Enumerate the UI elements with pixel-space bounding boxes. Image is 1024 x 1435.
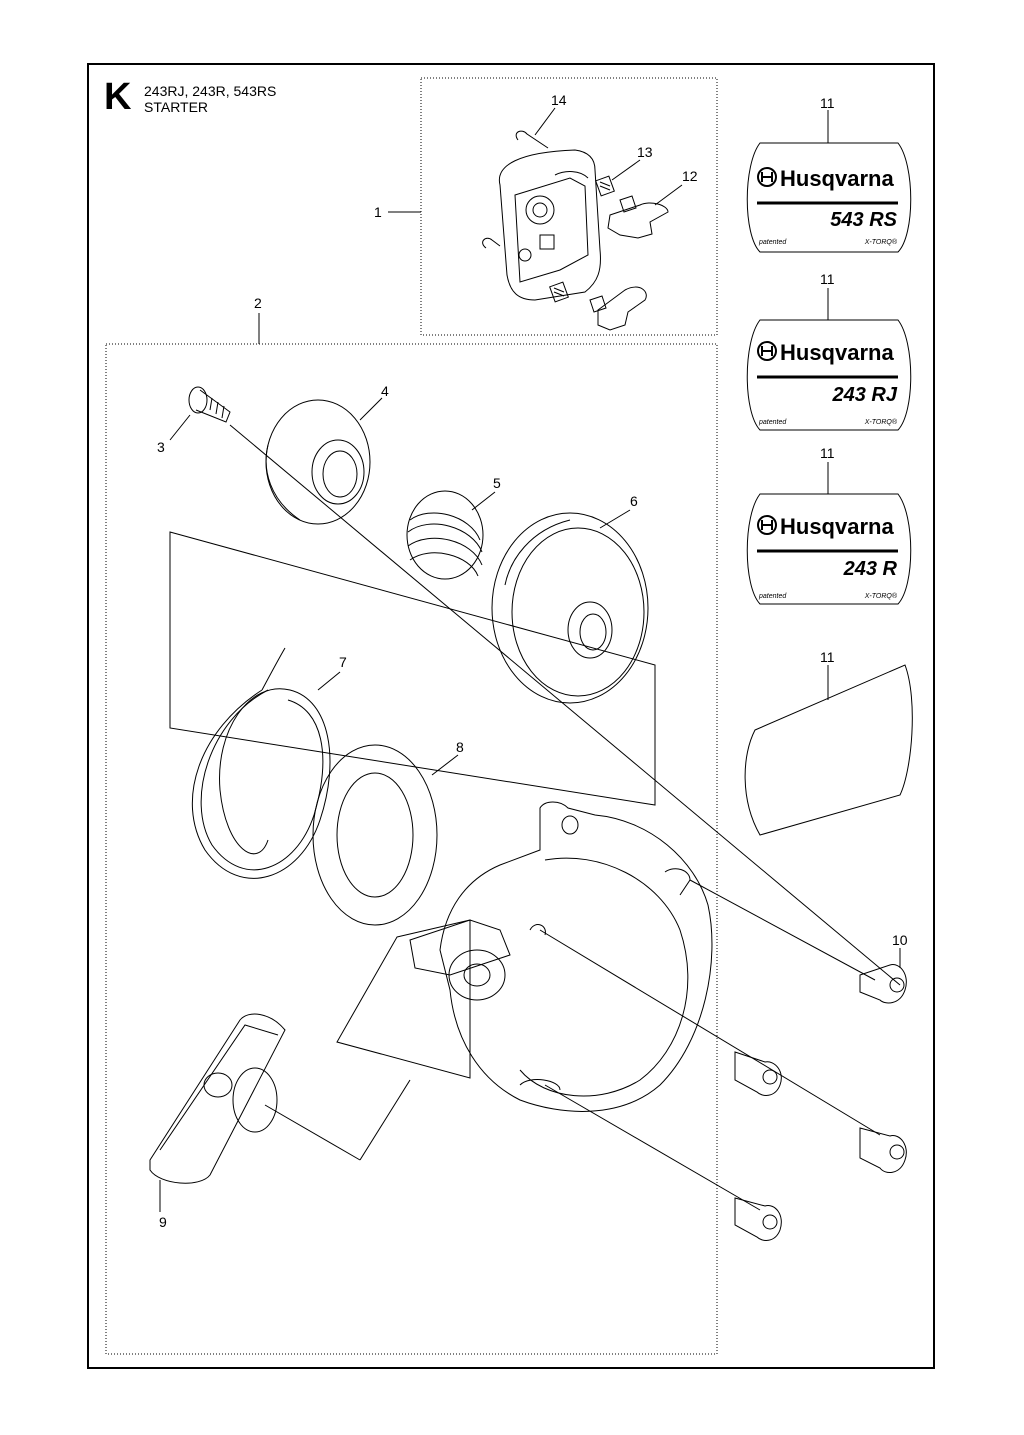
- decal-243rj-outline: [746, 319, 912, 431]
- decal-543rs-model: 543 RS: [830, 209, 897, 231]
- leader-7: [317, 671, 341, 691]
- leader-12: [654, 184, 683, 206]
- leader-8: [431, 754, 459, 776]
- decal-243r-tech: X-TORQ®: [864, 592, 898, 600]
- decal-243r-patent: patented: [758, 593, 787, 600]
- group-box-starter: [105, 343, 718, 1355]
- model-list: 243RJ, 243R, 543RS: [144, 83, 277, 99]
- assembly-axis: [229, 424, 901, 986]
- callout-8: 8: [456, 739, 464, 755]
- callout-14: 14: [551, 92, 567, 108]
- callout-1: 1: [374, 204, 382, 220]
- part-lever-12: [589, 195, 669, 331]
- page-frame: [87, 63, 935, 1369]
- decal-243r-brand: Husqvarna: [780, 514, 894, 539]
- part-screw-10: [734, 964, 907, 1241]
- callout-13: 13: [637, 144, 653, 160]
- decal-243rj-tech: X-TORQ®: [864, 418, 898, 426]
- callout-4: 4: [381, 383, 389, 399]
- leader-4: [359, 397, 383, 421]
- leader-6: [599, 509, 631, 529]
- part-washer-8: [312, 744, 438, 926]
- part-housing-handle: [498, 149, 601, 301]
- decal-543rs-brand: Husqvarna: [780, 166, 894, 191]
- rope-path-9: [264, 1104, 361, 1161]
- callout-11-b: 11: [820, 271, 835, 287]
- part-pulley-6: [491, 512, 649, 704]
- leader-13: [611, 159, 641, 181]
- part-starter-housing: [409, 801, 713, 1112]
- part-spring-5: [406, 490, 484, 580]
- callout-2: 2: [254, 295, 262, 311]
- part-rope-7: [191, 647, 331, 879]
- decal-543rs-patent: patented: [758, 239, 787, 246]
- group-box-handle: [420, 77, 718, 336]
- callout-11-c: 11: [820, 445, 835, 461]
- part-spring-13: [549, 175, 615, 303]
- decal-243rj-brand: Husqvarna: [780, 340, 894, 365]
- part-handle-frame: [336, 919, 471, 1079]
- callout-5: 5: [493, 475, 501, 491]
- section-title: STARTER: [144, 99, 209, 115]
- decal-543rs-outline: [746, 142, 912, 253]
- part-clip-14: [482, 130, 549, 249]
- part-flange-4: [265, 399, 371, 525]
- callout-11-d: 11: [820, 649, 835, 665]
- axis-screw-10c: [544, 1084, 761, 1211]
- part-recoil-spring-frame: [169, 531, 656, 806]
- callout-7: 7: [339, 654, 347, 670]
- callout-3: 3: [157, 439, 165, 455]
- husqvarna-logo-icon: [757, 167, 777, 535]
- decal-243rj-patent: patented: [758, 419, 787, 426]
- part-handle-9: [149, 1013, 286, 1184]
- decal-blank-outline: [744, 664, 913, 836]
- callout-10: 10: [892, 932, 908, 948]
- callout-11-a: 11: [820, 95, 835, 111]
- axis-screw-10a: [689, 879, 876, 981]
- leader-5: [471, 491, 496, 511]
- callout-12: 12: [682, 168, 698, 184]
- decal-243rj-model: 243 RJ: [832, 384, 898, 406]
- decal-243r-model: 243 R: [843, 558, 898, 580]
- leader-3: [169, 414, 191, 441]
- decal-243r-outline: [746, 493, 912, 605]
- leader-14: [534, 107, 556, 136]
- callout-9: 9: [159, 1214, 167, 1230]
- decal-543rs-tech: X-TORQ®: [864, 238, 898, 246]
- part-screw-3: [188, 386, 231, 423]
- section-letter: K: [104, 76, 132, 118]
- rope-path-9b: [359, 1079, 411, 1161]
- callout-6: 6: [630, 493, 638, 509]
- axis-screw-10b: [539, 929, 881, 1136]
